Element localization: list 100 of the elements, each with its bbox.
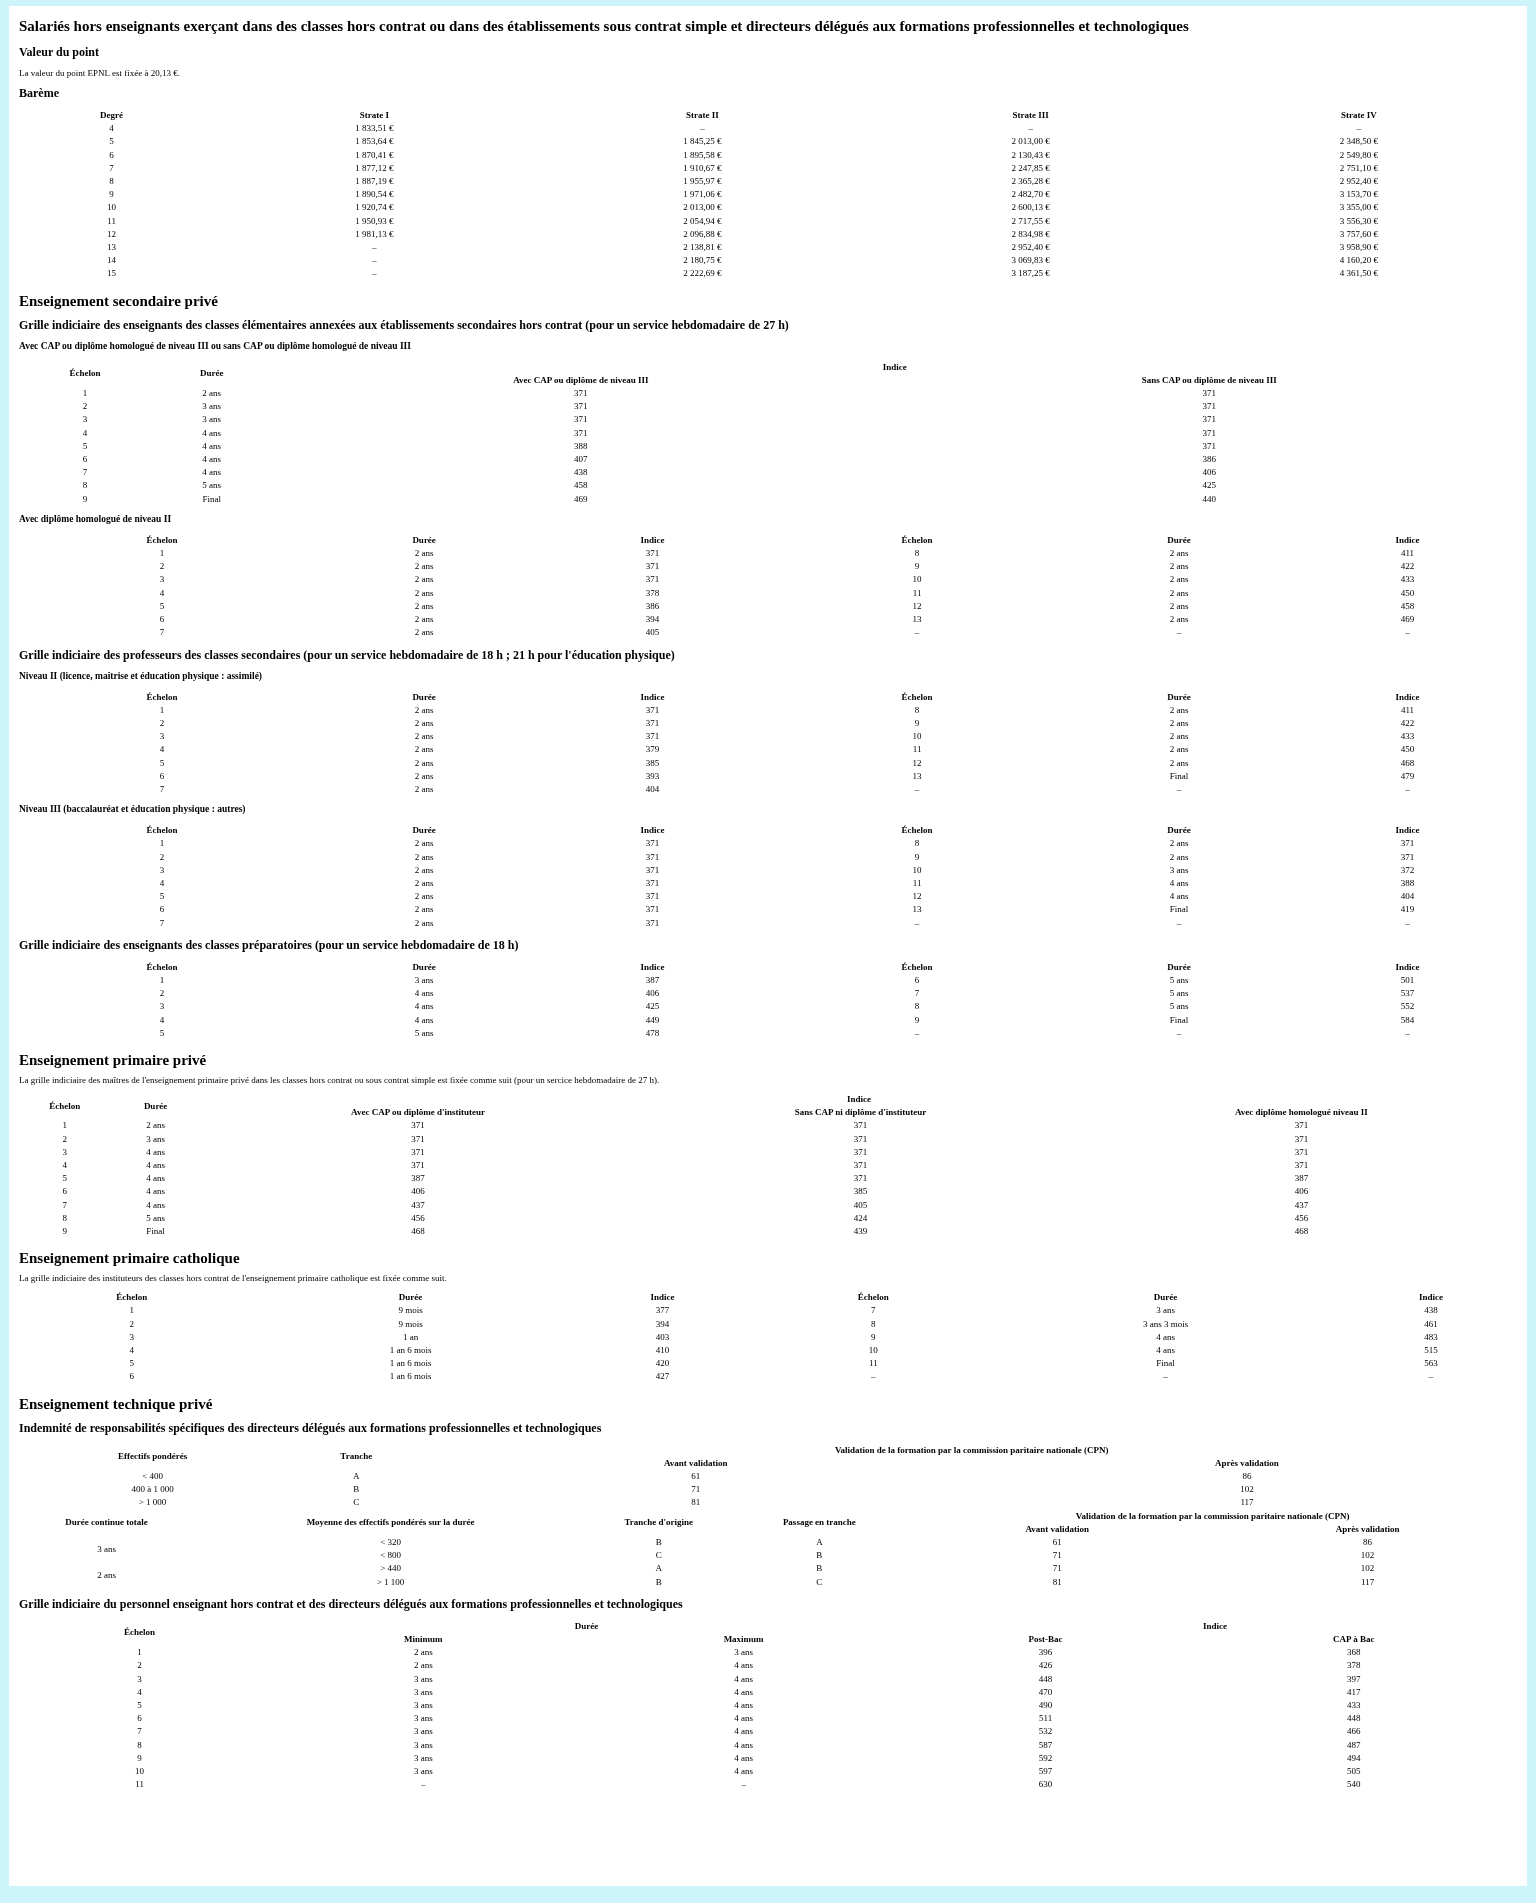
column-header: Avec CAP ou diplôme de niveau III [513, 374, 649, 385]
table-cell: 5 [159, 757, 165, 768]
table-cell: 3 [159, 731, 165, 742]
table-cell: 587 [1038, 1739, 1053, 1750]
table-cell: 371 [1400, 838, 1415, 849]
table-cell: 394 [655, 1318, 670, 1329]
table-cell: 2 [159, 851, 165, 862]
subsection-heading: Grille indiciaire du personnel enseignant hors contrat et des directeurs délégués aux formations professionnelles et technologiques [19, 1596, 684, 1612]
column-header: Durée [412, 534, 436, 545]
subsection-heading: Valeur du point [19, 45, 101, 60]
column-header: Moyenne des effectifs pondérés sur la durée [306, 1517, 475, 1528]
table-cell: 449 [645, 1014, 660, 1025]
table-cell: 458 [1400, 600, 1415, 611]
table-cell: B [655, 1576, 662, 1587]
table-cell: 2 348,50 € [1339, 136, 1378, 147]
table-cell: 2 834,98 € [1011, 228, 1050, 239]
table-cell: 437 [411, 1199, 425, 1210]
table-cell: 9 [82, 493, 88, 504]
table-cell: 6 [62, 1186, 67, 1197]
table-cell: 494 [1346, 1752, 1361, 1763]
table-cell: 371 [574, 388, 588, 399]
table-cell: 13 [912, 614, 922, 625]
column-header: Durée [1167, 534, 1191, 545]
table-cell: 7 [914, 988, 920, 999]
table-cell: 2 ans [414, 548, 434, 559]
table-cell: 386 [645, 600, 660, 611]
table-cell: 8 [914, 704, 920, 715]
table-cell: 1 887,19 € [355, 176, 394, 186]
table-cell: 9 mois [398, 1318, 423, 1329]
table-cell: 2 ans [414, 851, 434, 862]
column-header: Indice [640, 691, 665, 702]
table-cell: – [421, 1779, 426, 1790]
table-cell: 4 ans [202, 467, 222, 478]
table-cell: 9 mois [398, 1305, 423, 1316]
table-cell: 2 ans [1169, 851, 1189, 862]
table-cell: 4 ans [414, 988, 434, 999]
table-cell: 1 870,41 € [355, 149, 394, 160]
table-cell: 2 ans [414, 864, 434, 875]
table-cell: 371 [645, 877, 660, 888]
table-cell: 3 958,90 € [1339, 242, 1378, 253]
table-cell: 438 [574, 467, 588, 478]
table-cell: 456 [1294, 1212, 1309, 1223]
table-cell: 3 [159, 864, 165, 875]
table-cell: 400 à 1 000 [131, 1484, 174, 1495]
table-cell: 433 [1346, 1700, 1361, 1711]
column-header: Strate I [359, 110, 389, 120]
table-cell: C [655, 1550, 662, 1561]
section-heading: Enseignement secondaire privé [19, 292, 219, 310]
table-cell: – [1356, 123, 1362, 134]
table-cell: 371 [1202, 414, 1216, 425]
table-cell: 7 [109, 162, 114, 173]
table-cell: 371 [853, 1173, 868, 1184]
table-cell: 403 [655, 1331, 670, 1342]
column-header: Échelon [901, 691, 933, 702]
column-header: Échelon [116, 1292, 148, 1303]
table-cell: 468 [411, 1226, 425, 1236]
table-cell: 2 222,69 € [683, 268, 722, 279]
table-cell: 1 [159, 838, 165, 849]
table-cell: 4 ans [202, 454, 222, 465]
table-cell: 2 ans [1169, 574, 1189, 585]
table-cell: 597 [1038, 1766, 1053, 1777]
table-cell: 1 955,97 € [683, 176, 722, 186]
table-cell: 592 [1038, 1752, 1053, 1763]
table-cell: 2 ans [414, 587, 434, 598]
table-cell: 371 [1400, 851, 1415, 862]
table-cell: 6 [82, 454, 88, 465]
table-cell: 2 ans [1169, 757, 1189, 768]
table-cell: 4 ans [1169, 891, 1189, 902]
table-cell: 371 [411, 1120, 425, 1131]
table-cell: 3 ans [413, 1673, 433, 1684]
table-cell: 407 [574, 454, 588, 465]
table-cell: 5 [159, 1027, 165, 1038]
table-cell: 371 [645, 548, 660, 559]
table-cell: 386 [1202, 454, 1216, 465]
table-cell: 81 [691, 1497, 701, 1508]
table-cell: 4 ans [202, 427, 222, 438]
table-cell: 3 ans [1156, 1305, 1175, 1316]
column-header: Indice [882, 361, 907, 372]
table-cell: 3 ans [202, 414, 222, 425]
table-cell: 438 [1424, 1305, 1438, 1316]
table-cell: 448 [1346, 1713, 1361, 1724]
table-cell: 8 [914, 838, 920, 849]
column-header: Durée [1167, 825, 1191, 836]
table-cell: 2 600,13 € [1011, 202, 1050, 213]
table-cell: 1 an 6 mois [389, 1358, 432, 1369]
table-cell: 437 [1294, 1199, 1309, 1210]
table-cell: 4 ans [734, 1713, 753, 1724]
table-cell: – [1405, 1027, 1410, 1038]
table-cell: 15 [107, 268, 117, 279]
column-header: Échelon [146, 691, 178, 702]
table-cell: 371 [411, 1146, 425, 1157]
table-cell: 6 [159, 770, 165, 781]
table-cell: 3 757,60 € [1339, 228, 1378, 239]
table-cell: 552 [1400, 1001, 1415, 1012]
table-cell: 2 ans [1169, 561, 1189, 572]
table-cell: 470 [1038, 1686, 1053, 1697]
table-cell: 11 [868, 1358, 878, 1369]
table-cell: 5 ans [1169, 974, 1189, 985]
table-cell: – [1176, 627, 1182, 638]
table-cell: – [372, 268, 377, 279]
